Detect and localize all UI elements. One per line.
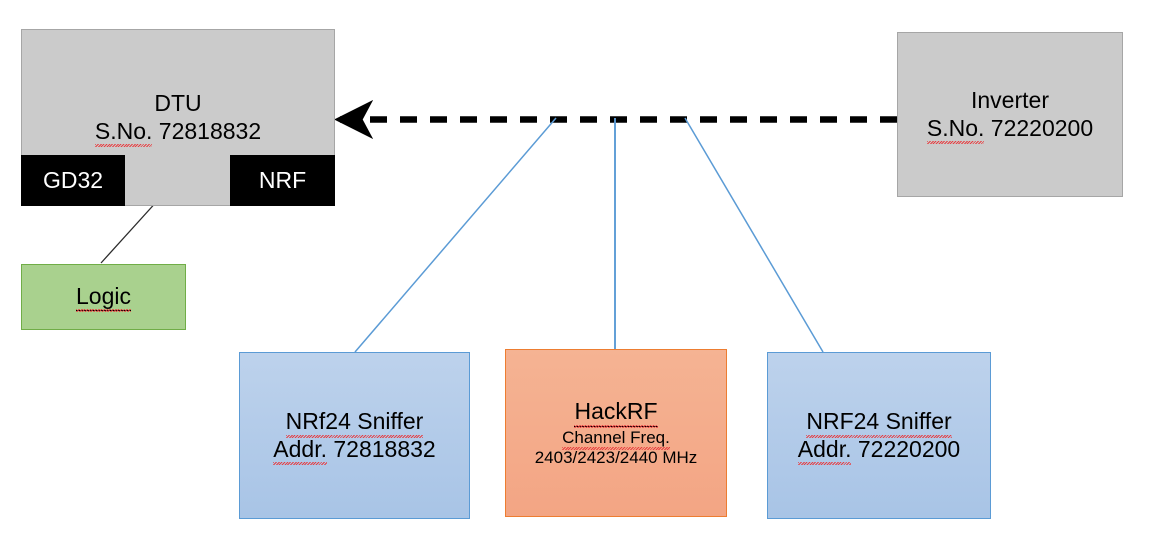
nrf-label: NRF bbox=[258, 166, 307, 193]
node-gd32[interactable]: GD32 bbox=[21, 155, 125, 206]
node-nrf[interactable]: NRF bbox=[230, 155, 335, 206]
inverter-serial: S.No. 72220200 bbox=[926, 114, 1094, 144]
node-sniffer-left[interactable]: NRf24 Sniffer Addr. 72818832 bbox=[239, 352, 470, 519]
sniffer-left-addr-prefix: Addr. bbox=[273, 435, 327, 465]
node-hackrf[interactable]: HackRF Channel Freq. 2403/2423/2440 MHz bbox=[505, 349, 727, 517]
node-logic[interactable]: Logic bbox=[21, 264, 186, 330]
sniffer-right-addr-value: 72220200 bbox=[857, 435, 961, 462]
sniffer-right-tap-line bbox=[684, 117, 824, 353]
sniffer-left-title: NRf24 Sniffer bbox=[285, 408, 424, 438]
sniffer-right-title: NRF24 Sniffer bbox=[806, 408, 952, 438]
hackrf-sub1: Channel Freq. bbox=[562, 427, 670, 450]
inverter-serial-value: 72220200 bbox=[990, 114, 1094, 141]
sniffer-left-title-text: NRf24 Sniffer bbox=[285, 408, 424, 438]
dtu-serial: S.No. 72818832 bbox=[94, 117, 262, 147]
gd32-label: GD32 bbox=[42, 166, 104, 193]
logic-label: Logic bbox=[76, 283, 131, 313]
dtu-serial-value: 72818832 bbox=[158, 117, 262, 144]
inverter-serial-prefix: S.No. bbox=[926, 114, 985, 144]
dtu-serial-prefix: S.No. bbox=[94, 117, 153, 147]
sniffer-right-title-text: NRF24 Sniffer bbox=[806, 408, 952, 438]
hackrf-sub2: 2403/2423/2440 MHz bbox=[534, 447, 698, 467]
hackrf-title: HackRF bbox=[574, 398, 658, 428]
sniffer-left-addr: Addr. 72818832 bbox=[273, 435, 436, 465]
node-sniffer-right[interactable]: NRF24 Sniffer Addr. 72220200 bbox=[767, 352, 991, 519]
hackrf-sub1-text: Channel Freq. bbox=[562, 427, 670, 450]
node-inverter[interactable]: Inverter S.No. 72220200 bbox=[897, 32, 1123, 197]
dtu-title: DTU bbox=[154, 90, 202, 117]
hackrf-title-text: HackRF bbox=[574, 398, 658, 428]
sniffer-left-tap-line bbox=[354, 117, 557, 353]
sniffer-left-addr-value: 72818832 bbox=[333, 435, 436, 462]
sniffer-right-addr: Addr. 72220200 bbox=[797, 435, 961, 465]
sniffer-right-addr-prefix: Addr. bbox=[797, 435, 852, 465]
inverter-title: Inverter bbox=[971, 87, 1049, 114]
